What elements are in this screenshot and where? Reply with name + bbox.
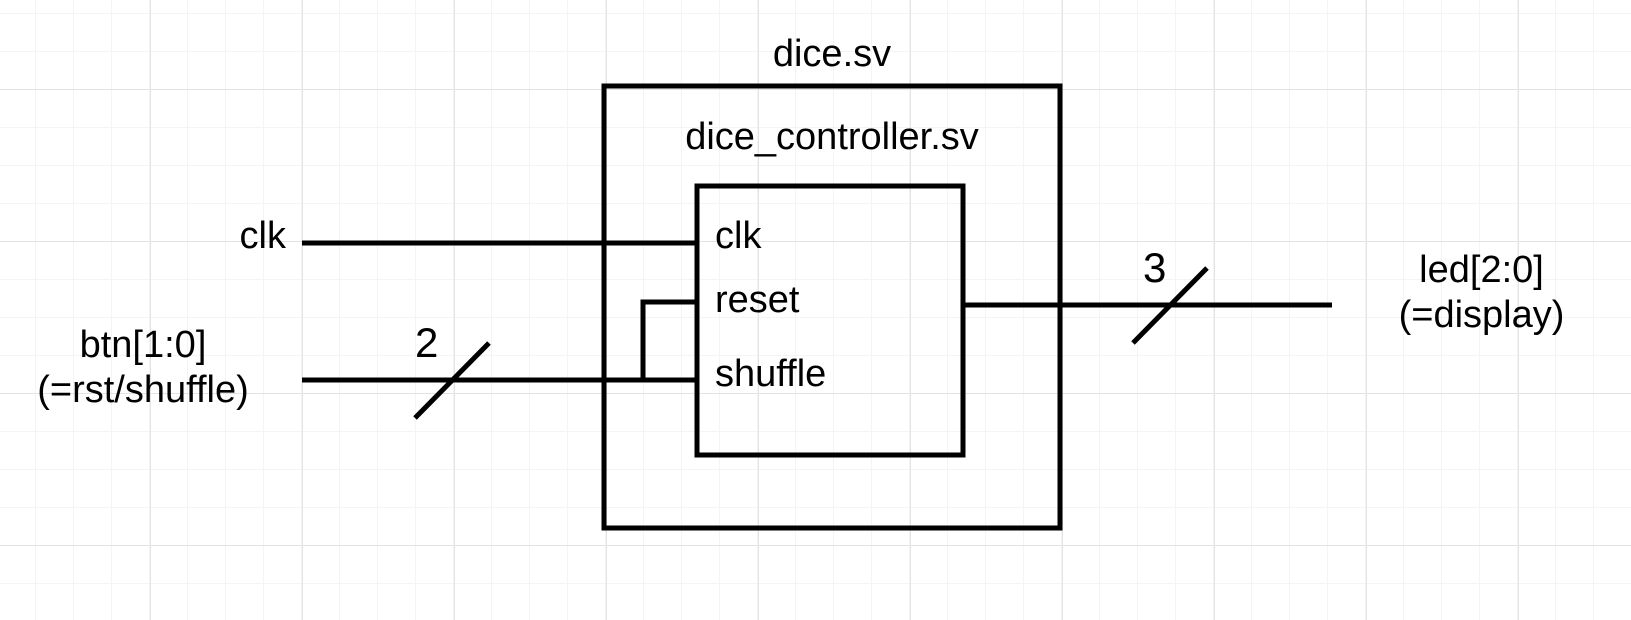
- input-label-btn-line2: (=rst/shuffle): [37, 368, 249, 411]
- inner-block-title: dice_controller.sv: [685, 116, 979, 158]
- output-label-led: led[2:0] (=display): [1332, 248, 1631, 338]
- bus-width-label-btn: 2: [415, 319, 439, 366]
- wire-btn-reset-branch: [640, 299, 697, 380]
- bus-width-label-led: 3: [1143, 244, 1167, 291]
- outer-block-title: dice.sv: [772, 33, 892, 75]
- output-label-led-line2: (=display): [1398, 293, 1565, 336]
- port-label-shuffle: shuffle: [715, 353, 827, 395]
- port-label-clk: clk: [715, 215, 762, 257]
- input-label-btn-line1: btn[1:0]: [79, 324, 207, 366]
- bus-slash-led-icon: [1131, 266, 1209, 345]
- bus-slash-btn-icon: [413, 341, 491, 420]
- input-label-clk: clk: [239, 215, 286, 257]
- port-label-reset: reset: [715, 279, 800, 321]
- output-label-led-line1: led[2:0]: [1419, 249, 1544, 291]
- input-label-btn: btn[1:0] (=rst/shuffle): [0, 323, 286, 413]
- inner-block-dice-controller-sv[interactable]: [694, 183, 966, 458]
